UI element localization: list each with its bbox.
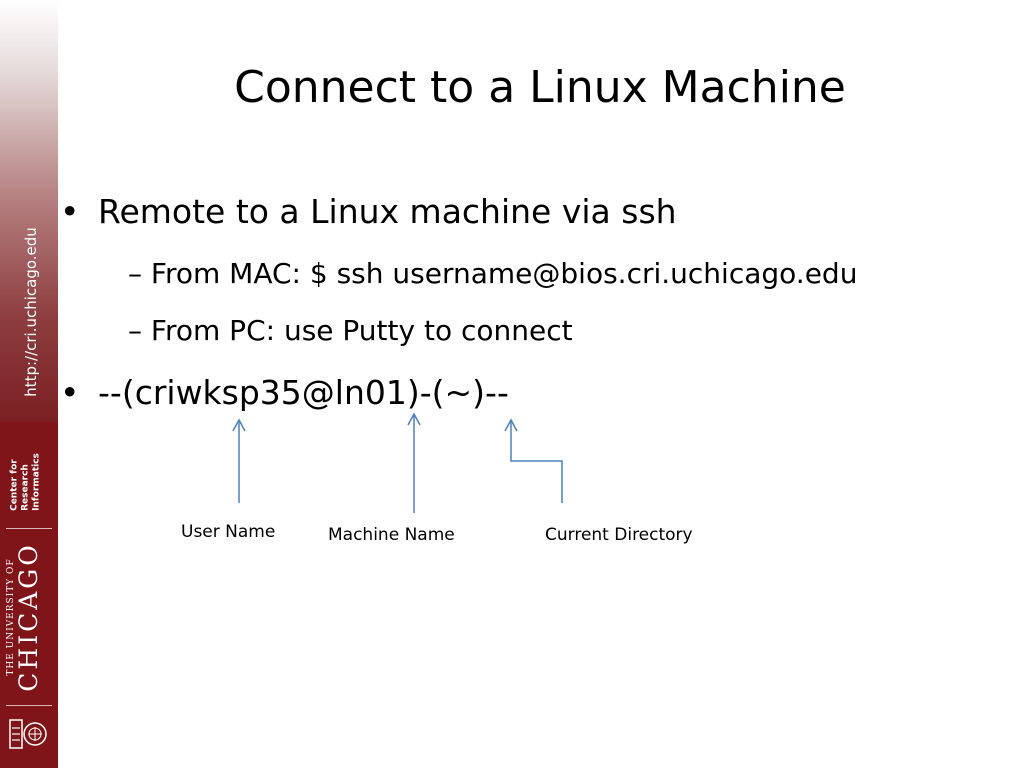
bullet-item: • Remote to a Linux machine via ssh [60, 192, 677, 231]
bullet-text: Remote to a Linux machine via ssh [98, 192, 677, 231]
machine-name-label: Machine Name [328, 525, 455, 545]
current-directory-arrow [504, 418, 563, 503]
sidebar-maroon-panel [0, 422, 58, 768]
sidebar-divider [6, 705, 52, 706]
bullet-marker: • [60, 373, 80, 412]
sidebar: http://cri.uchicago.edu Center for Resea… [0, 0, 58, 768]
sidebar-divider [6, 528, 52, 529]
prompt-example-text: --(criwksp35@ln01)-(~)-- [98, 373, 509, 412]
sidebar-gradient [0, 0, 58, 422]
bullet-marker: • [60, 192, 80, 231]
user-name-label: User Name [181, 522, 276, 542]
phoenix-crest-icon [9, 719, 47, 749]
slide-title: Connect to a Linux Machine [234, 62, 846, 113]
sub-bullet-item: – From MAC: $ ssh username@bios.cri.uchi… [128, 257, 857, 290]
sub-bullet-text: From MAC: $ ssh username@bios.cri.uchica… [150, 257, 858, 290]
user-name-arrow [232, 418, 246, 503]
sub-bullet-item: – From PC: use Putty to connect [128, 314, 573, 347]
machine-name-arrow [407, 412, 421, 513]
current-directory-label: Current Directory [545, 525, 693, 545]
sub-bullet-text: From PC: use Putty to connect [150, 314, 573, 347]
sub-bullet-marker: – [128, 257, 142, 290]
sub-bullet-marker: – [128, 314, 142, 347]
bullet-item: • --(criwksp35@ln01)-(~)-- [60, 373, 509, 412]
